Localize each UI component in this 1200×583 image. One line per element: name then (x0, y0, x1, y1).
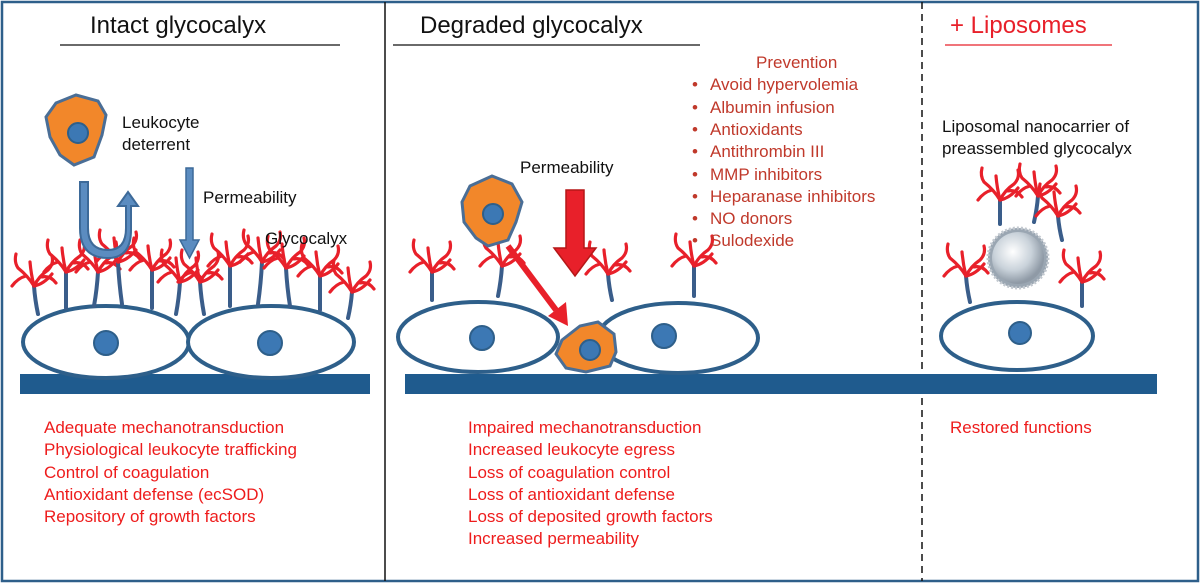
list-item: Avoid hypervolemia (692, 74, 875, 97)
glycocalyx-tree-icon (1034, 182, 1082, 242)
glycocalyx-tree-icon (584, 240, 632, 302)
red-arrow-icon (552, 189, 598, 278)
basement-membrane-2 (405, 374, 1157, 394)
endothelial-cell (596, 301, 760, 375)
list-item: Antithrombin III (692, 141, 875, 164)
u-turn-arrow-icon (79, 181, 140, 260)
nucleus (93, 330, 119, 356)
nucleus (1008, 321, 1032, 345)
list-item: Increased leukocyte egress (468, 440, 675, 460)
list-item: Restored functions (950, 418, 1092, 437)
glycocalyx-layer-degraded (408, 232, 718, 302)
panel-title-intact: Intact glycocalyx (90, 12, 267, 39)
list-item: NO donors (692, 208, 875, 231)
nucleus (257, 330, 283, 356)
list-item: Physiological leukocyte trafficking (44, 440, 297, 460)
glycocalyx-tree-icon (976, 166, 1024, 226)
panel-title-degraded: Degraded glycocalyx (420, 12, 643, 39)
panel-title-liposomes: + Liposomes (950, 12, 1087, 39)
glycocalyx-tree-icon (238, 228, 286, 306)
glycocalyx-tree-icon (408, 238, 456, 302)
list-item: Increased permeability (468, 529, 640, 549)
prevention-items: Avoid hypervolemiaAlbumin infusionAntiox… (686, 74, 875, 253)
list-item: Albumin infusion (692, 97, 875, 120)
glycocalyx-layer-intact (10, 228, 376, 320)
list-item: Control of coagulation (44, 462, 210, 482)
nucleus (651, 323, 677, 349)
glycocalyx-tree-icon (328, 258, 376, 320)
prevention-list: Prevention Avoid hypervolemiaAlbumin inf… (686, 52, 875, 253)
prevention-title: Prevention (756, 53, 838, 72)
red-arrow-icon (505, 244, 568, 326)
glycocalyx-tree-icon (176, 248, 224, 316)
glycocalyx-tree-icon (10, 252, 58, 316)
nucleus (469, 325, 495, 351)
glycocalyx-tree-icon (942, 242, 990, 304)
list-item: Antioxidant defense (ecSOD) (44, 484, 265, 504)
list-item: Repository of growth factors (44, 507, 256, 527)
permeability-label: Permeability (203, 188, 297, 207)
list-item: Adequate mechanotransduction (44, 418, 285, 437)
leukocyte-icon (460, 174, 524, 248)
list-item: Antioxidants (692, 119, 875, 142)
leukocyte-icon (554, 320, 618, 374)
list-item: MMP inhibitors (692, 164, 875, 187)
leukocyte-deterrent-label: Leukocyte deterrent (122, 113, 200, 154)
permeability-label: Permeability (520, 158, 614, 177)
glycocalyx-tree-icon (128, 236, 176, 310)
list-item: Heparanase inhibitors (692, 186, 875, 209)
list-item: Impaired mechanotransduction (468, 418, 702, 437)
nanocarrier-label: Liposomal nanocarrier of preassembled gl… (942, 117, 1132, 158)
list-item: Loss of coagulation control (468, 462, 671, 482)
liposome-icon (986, 226, 1050, 290)
glycocalyx-layer-restored (942, 162, 1106, 308)
list-item: Loss of deposited growth factors (468, 507, 713, 527)
glycocalyx-tree-icon (1058, 248, 1106, 308)
leukocyte-icon (44, 93, 108, 167)
down-arrow-icon (178, 167, 201, 260)
glycocalyx-tree-icon (1014, 162, 1062, 224)
glycocalyx-label: Glycocalyx (265, 229, 348, 248)
glycocalyx-tree-icon (296, 242, 344, 312)
liposome-functions-list: Restored functions (950, 417, 1092, 439)
list-item: Sulodexide (692, 230, 875, 253)
list-item: Loss of antioxidant defense (468, 484, 675, 504)
